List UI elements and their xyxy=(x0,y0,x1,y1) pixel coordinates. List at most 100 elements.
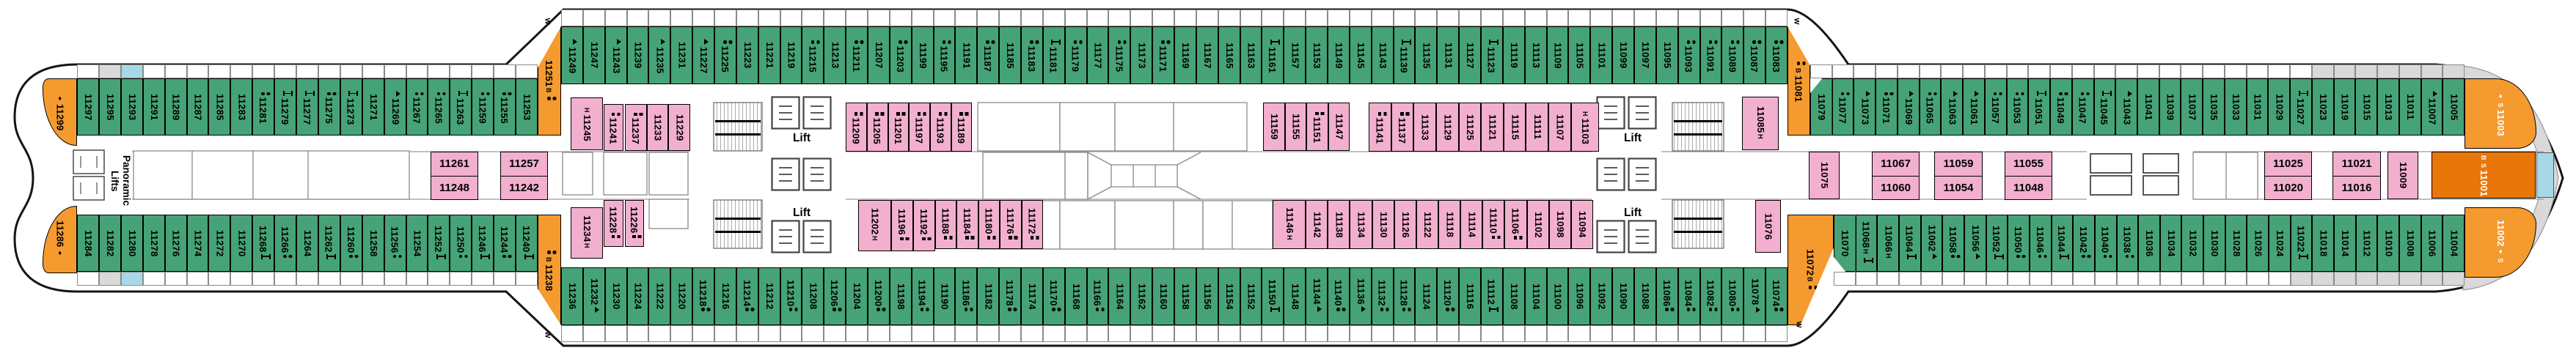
cabin-11191[interactable]: 11191 xyxy=(955,26,978,84)
cabin-11282[interactable]: 11282 xyxy=(98,215,121,272)
cabin-11224[interactable]: 11224 xyxy=(626,267,649,325)
cabin-11203[interactable]: 11203 xyxy=(889,26,912,84)
cabin-11178[interactable]: 11178 xyxy=(999,267,1021,325)
cabin-11255[interactable]: 11255 xyxy=(494,78,516,136)
cabin-11159[interactable]: 11159 xyxy=(1263,103,1285,151)
cabin-11249[interactable]: 11249 xyxy=(561,26,583,84)
cabin-11073[interactable]: 11073 xyxy=(1854,78,1876,136)
cabin-11276[interactable]: 11276 xyxy=(164,215,187,272)
cabin-11035[interactable]: 11035 xyxy=(2203,78,2225,136)
cabin-11205[interactable]: 11205 xyxy=(866,103,888,152)
cabin-11213[interactable]: 11213 xyxy=(824,26,846,84)
cabin-11153[interactable]: 11153 xyxy=(1306,26,1328,84)
cabin-11188[interactable]: 11188 xyxy=(935,200,957,249)
cabin-11206[interactable]: 11206 xyxy=(824,267,846,325)
cabin-11127[interactable]: 11127 xyxy=(1459,26,1481,84)
cabin-11061[interactable]: 11061 xyxy=(1963,78,1985,136)
cabin-11230[interactable]: 11230 xyxy=(604,267,627,325)
cabin-11068[interactable]: 11068H xyxy=(1855,215,1878,272)
cabin-11156[interactable]: 11156 xyxy=(1196,267,1218,325)
cabin-11274[interactable]: 11274 xyxy=(186,215,209,272)
cabin-11247[interactable]: 11247 xyxy=(582,26,605,84)
cabin-11043[interactable]: 11043 xyxy=(2115,78,2137,136)
cabin-11066[interactable]: 11066H xyxy=(1877,215,1899,272)
cabin-11199[interactable]: 11199 xyxy=(911,26,934,84)
cabin-11273[interactable]: 11273 xyxy=(340,78,362,136)
cabin-11052[interactable]: 11052 xyxy=(1986,215,2008,272)
cabin-11139[interactable]: 11139 xyxy=(1393,26,1416,84)
cabin-11216[interactable]: 11216 xyxy=(714,267,736,325)
cabin-11163[interactable]: 11163 xyxy=(1240,26,1262,84)
cabin-11094[interactable]: 11094 xyxy=(1570,200,1593,249)
cabin-11095[interactable]: 11095 xyxy=(1655,26,1678,84)
cabin-11007[interactable]: 11007 xyxy=(2421,78,2443,136)
cabin-11144[interactable]: 11144 xyxy=(1306,267,1328,325)
cabin-11252[interactable]: 11252 xyxy=(428,215,450,272)
cabin-11049[interactable]: 11049 xyxy=(2050,78,2072,136)
cabin-11166[interactable]: 11166 xyxy=(1086,267,1109,325)
cabin-11019[interactable]: 11019 xyxy=(2333,78,2356,136)
cabin-11260[interactable]: 11260 xyxy=(340,215,362,272)
cabin-11185[interactable]: 11185 xyxy=(999,26,1021,84)
cabin-11283[interactable]: 11283 xyxy=(230,78,253,136)
cabin-11285[interactable]: 11285 xyxy=(208,78,231,136)
cabin-11098[interactable]: 11098 xyxy=(1548,200,1571,249)
cabin-11029[interactable]: 11029 xyxy=(2268,78,2291,136)
cabin-11026[interactable]: 11026 xyxy=(2247,215,2269,272)
cabin-11210[interactable]: 11210 xyxy=(780,267,802,325)
cabin-11189[interactable]: 11189 xyxy=(951,103,972,152)
cabin-11016[interactable]: 11016 xyxy=(2333,175,2380,199)
cabin-11196[interactable]: 11196 xyxy=(891,200,913,251)
cabin-11115[interactable]: 11115 xyxy=(1503,103,1526,152)
cabin-11027[interactable]: 11027 xyxy=(2290,78,2312,136)
cabin-11090[interactable]: 11090 xyxy=(1612,267,1634,325)
cabin-11226[interactable]: 11226 xyxy=(625,200,644,247)
cabin-11291[interactable]: 11291 xyxy=(142,78,165,136)
cabin-11190[interactable]: 11190 xyxy=(933,267,956,325)
cabin-11006[interactable]: 11006 xyxy=(2421,215,2443,272)
cabin-11053[interactable]: 11053 xyxy=(2006,78,2029,136)
cabin-11268[interactable]: 11268 xyxy=(252,215,275,272)
cabin-11108[interactable]: 11108 xyxy=(1502,267,1525,325)
cabin-11165[interactable]: 11165 xyxy=(1218,26,1240,84)
cabin-11086[interactable]: 11086 xyxy=(1655,267,1678,325)
cabin-11103[interactable]: H11103 xyxy=(1570,103,1599,152)
cabin-11150[interactable]: 11150 xyxy=(1262,267,1284,325)
cabin-11212[interactable]: 11212 xyxy=(758,267,780,325)
cabin-11008[interactable]: 11008 xyxy=(2399,215,2421,272)
cabin-11107[interactable]: 11107 xyxy=(1548,103,1571,152)
cabin-11240[interactable]: 11240 xyxy=(516,215,538,272)
cabin-11269[interactable]: 11269 xyxy=(384,78,406,136)
cabin-11231[interactable]: 11231 xyxy=(670,26,693,84)
cabin-11048[interactable]: 11048 xyxy=(2005,175,2052,199)
cabin-11295[interactable]: 11295 xyxy=(98,78,121,136)
cabin-11133[interactable]: 11133 xyxy=(1413,103,1436,152)
cabin-11088[interactable]: 11088 xyxy=(1634,267,1656,325)
cabin-11176[interactable]: 11176 xyxy=(1000,200,1022,249)
cabin-11267[interactable]: 11267 xyxy=(406,78,428,136)
cabin-11092[interactable]: 11092 xyxy=(1590,267,1613,325)
cabin-11147[interactable]: 11147 xyxy=(1328,103,1350,151)
cabin-11237[interactable]: 11237 xyxy=(625,104,647,151)
cabin-11214[interactable]: 11214 xyxy=(736,267,758,325)
cabin-11039[interactable]: 11039 xyxy=(2159,78,2181,136)
cabin-11060[interactable]: 11060 xyxy=(1873,175,1919,199)
cabin-11069[interactable]: 11069 xyxy=(1897,78,1920,136)
cabin-11170[interactable]: 11170 xyxy=(1042,267,1065,325)
cabin-11287[interactable]: 11287 xyxy=(186,78,209,136)
cabin-11078[interactable]: 11078 xyxy=(1743,267,1766,325)
cabin-11241[interactable]: 11241 xyxy=(604,104,623,151)
cabin-11025[interactable]: 11025 xyxy=(2265,152,2311,176)
cabin-11218[interactable]: 11218 xyxy=(692,267,714,325)
cabin-11004[interactable]: 11004 xyxy=(2443,215,2465,272)
cabin-11101[interactable]: 11101 xyxy=(1590,26,1613,84)
cabin-11023[interactable]: 11023 xyxy=(2311,78,2334,136)
cabin-11279[interactable]: 11279 xyxy=(274,78,297,136)
cabin-11041[interactable]: 11041 xyxy=(2137,78,2159,136)
cabin-11020[interactable]: 11020 xyxy=(2265,175,2311,199)
cabin-11264[interactable]: 11264 xyxy=(296,215,318,272)
cabin-11013[interactable]: 11013 xyxy=(2377,78,2399,136)
cabin-11161[interactable]: 11161 xyxy=(1262,26,1284,84)
cabin-11293[interactable]: 11293 xyxy=(120,78,143,136)
cabin-11160[interactable]: 11160 xyxy=(1152,267,1174,325)
